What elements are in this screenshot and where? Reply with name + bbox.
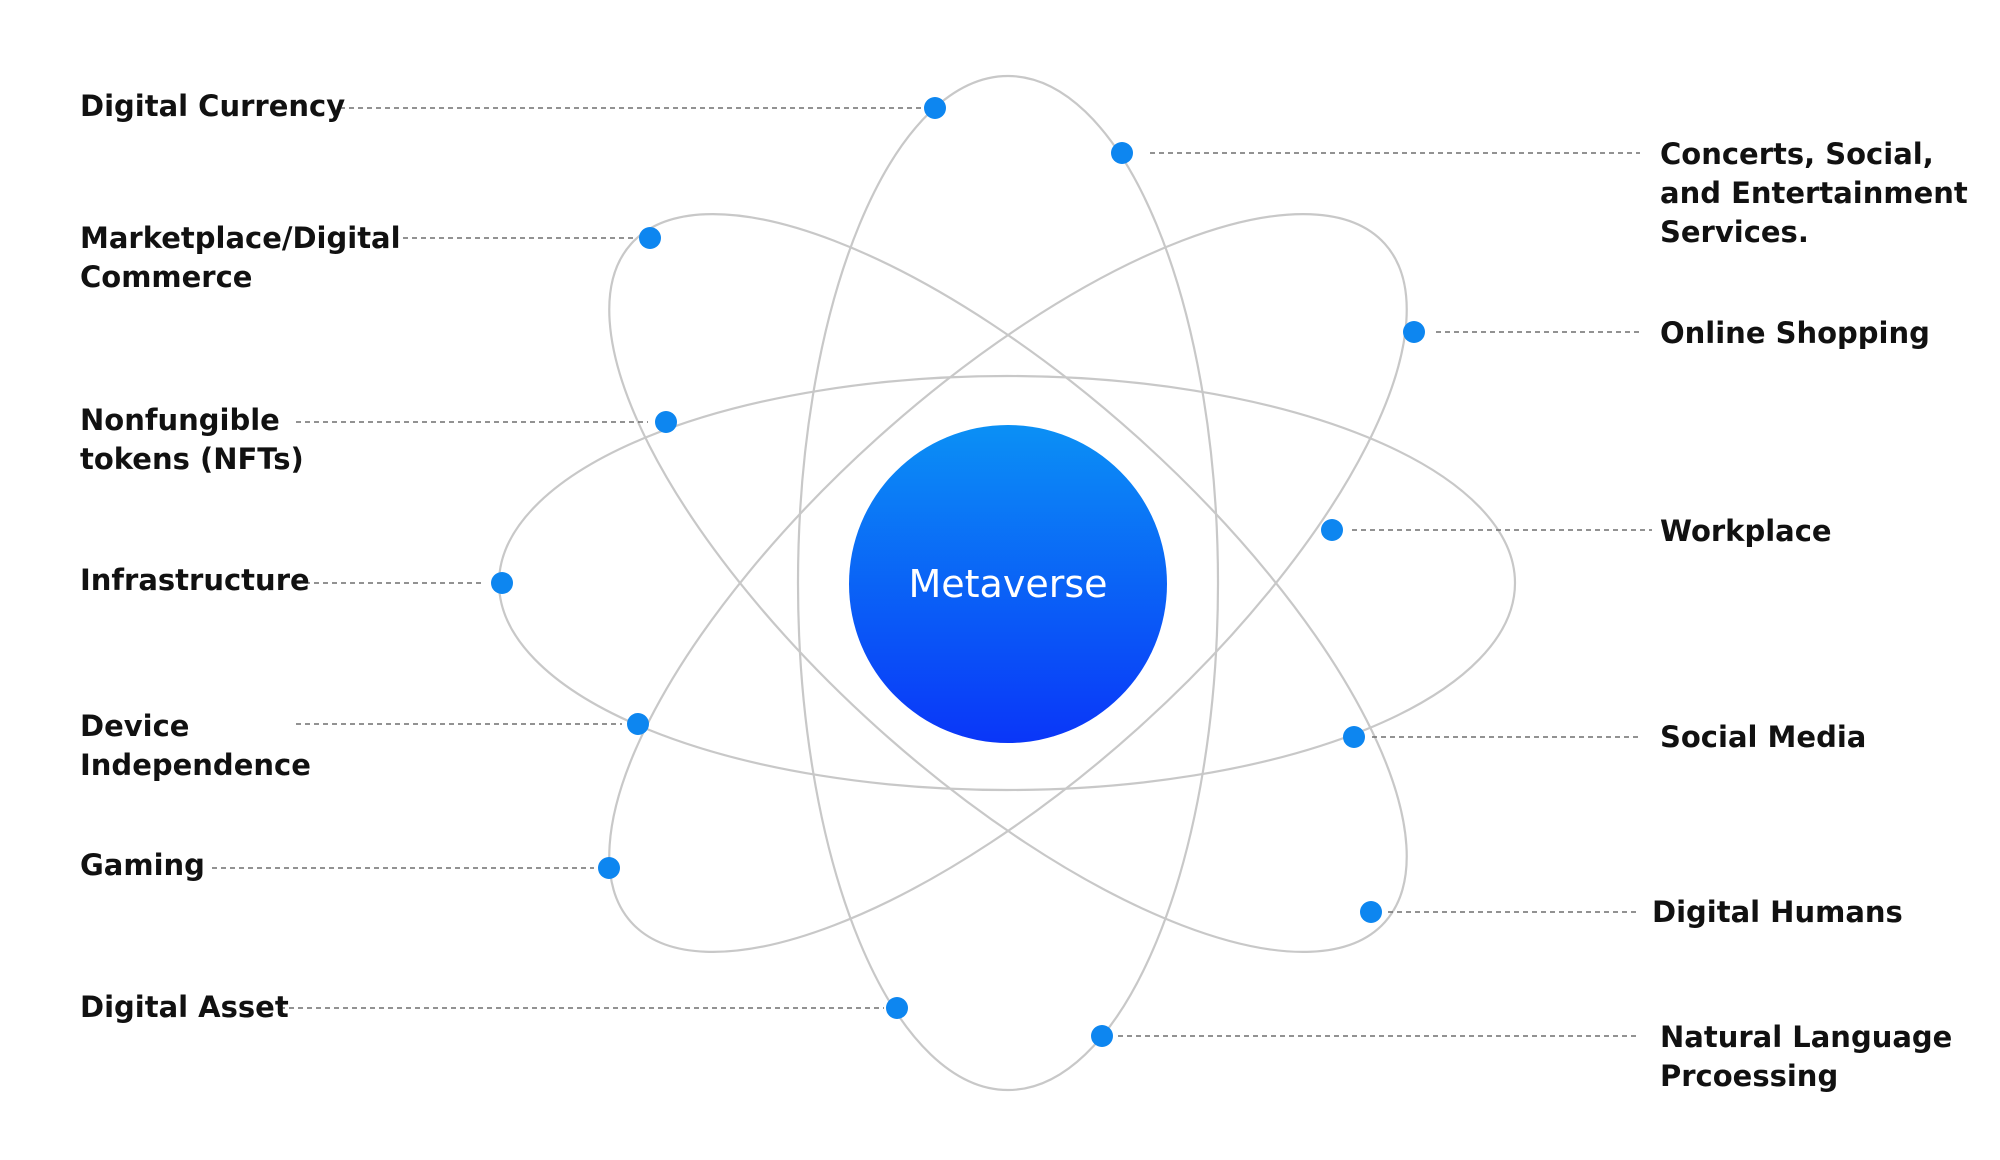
- label-infrastructure: Infrastructure: [80, 563, 310, 597]
- nodes: [491, 97, 1425, 1047]
- node-nfts: [655, 411, 677, 433]
- leader-lines: [212, 107, 1652, 1037]
- node-infrastructure: [491, 572, 513, 594]
- node-digital-humans: [1360, 901, 1382, 923]
- label-gaming: Gaming: [80, 848, 205, 882]
- center-node: Metaverse: [849, 425, 1167, 743]
- center-label: Metaverse: [908, 562, 1107, 606]
- orbit-diagonal-down: [608, 212, 1408, 954]
- label-device-independence: Device Independence: [80, 709, 311, 782]
- left-labels: Digital Currency Marketplace/Digital Com…: [80, 89, 411, 1024]
- label-nfts: Nonfungible tokens (NFTs): [80, 403, 304, 476]
- right-labels: Concerts, Social, and Entertainment Serv…: [1652, 137, 1978, 1093]
- label-concerts: Concerts, Social, and Entertainment Serv…: [1660, 137, 1978, 249]
- node-marketplace: [639, 227, 661, 249]
- orbit-vertical: [796, 74, 1220, 1092]
- node-online-shopping: [1403, 321, 1425, 343]
- node-device-independence: [627, 713, 649, 735]
- label-online-shopping: Online Shopping: [1660, 316, 1930, 350]
- node-nlp: [1091, 1025, 1113, 1047]
- orbit-diagonal-up: [608, 212, 1408, 954]
- center-circle: [849, 425, 1167, 743]
- label-marketplace: Marketplace/Digital Commerce: [80, 221, 411, 294]
- node-digital-asset: [886, 997, 908, 1019]
- node-gaming: [598, 857, 620, 879]
- label-workplace: Workplace: [1660, 514, 1832, 548]
- node-workplace: [1321, 519, 1343, 541]
- orbits: [497, 74, 1517, 1092]
- label-digital-asset: Digital Asset: [80, 990, 289, 1024]
- label-nlp: Natural Language Prcoessing: [1660, 1020, 1962, 1093]
- node-concerts: [1111, 142, 1133, 164]
- label-social-media: Social Media: [1660, 720, 1866, 754]
- node-social-media: [1343, 726, 1365, 748]
- node-digital-currency: [924, 97, 946, 119]
- label-digital-humans: Digital Humans: [1652, 895, 1903, 929]
- label-digital-currency: Digital Currency: [80, 89, 345, 123]
